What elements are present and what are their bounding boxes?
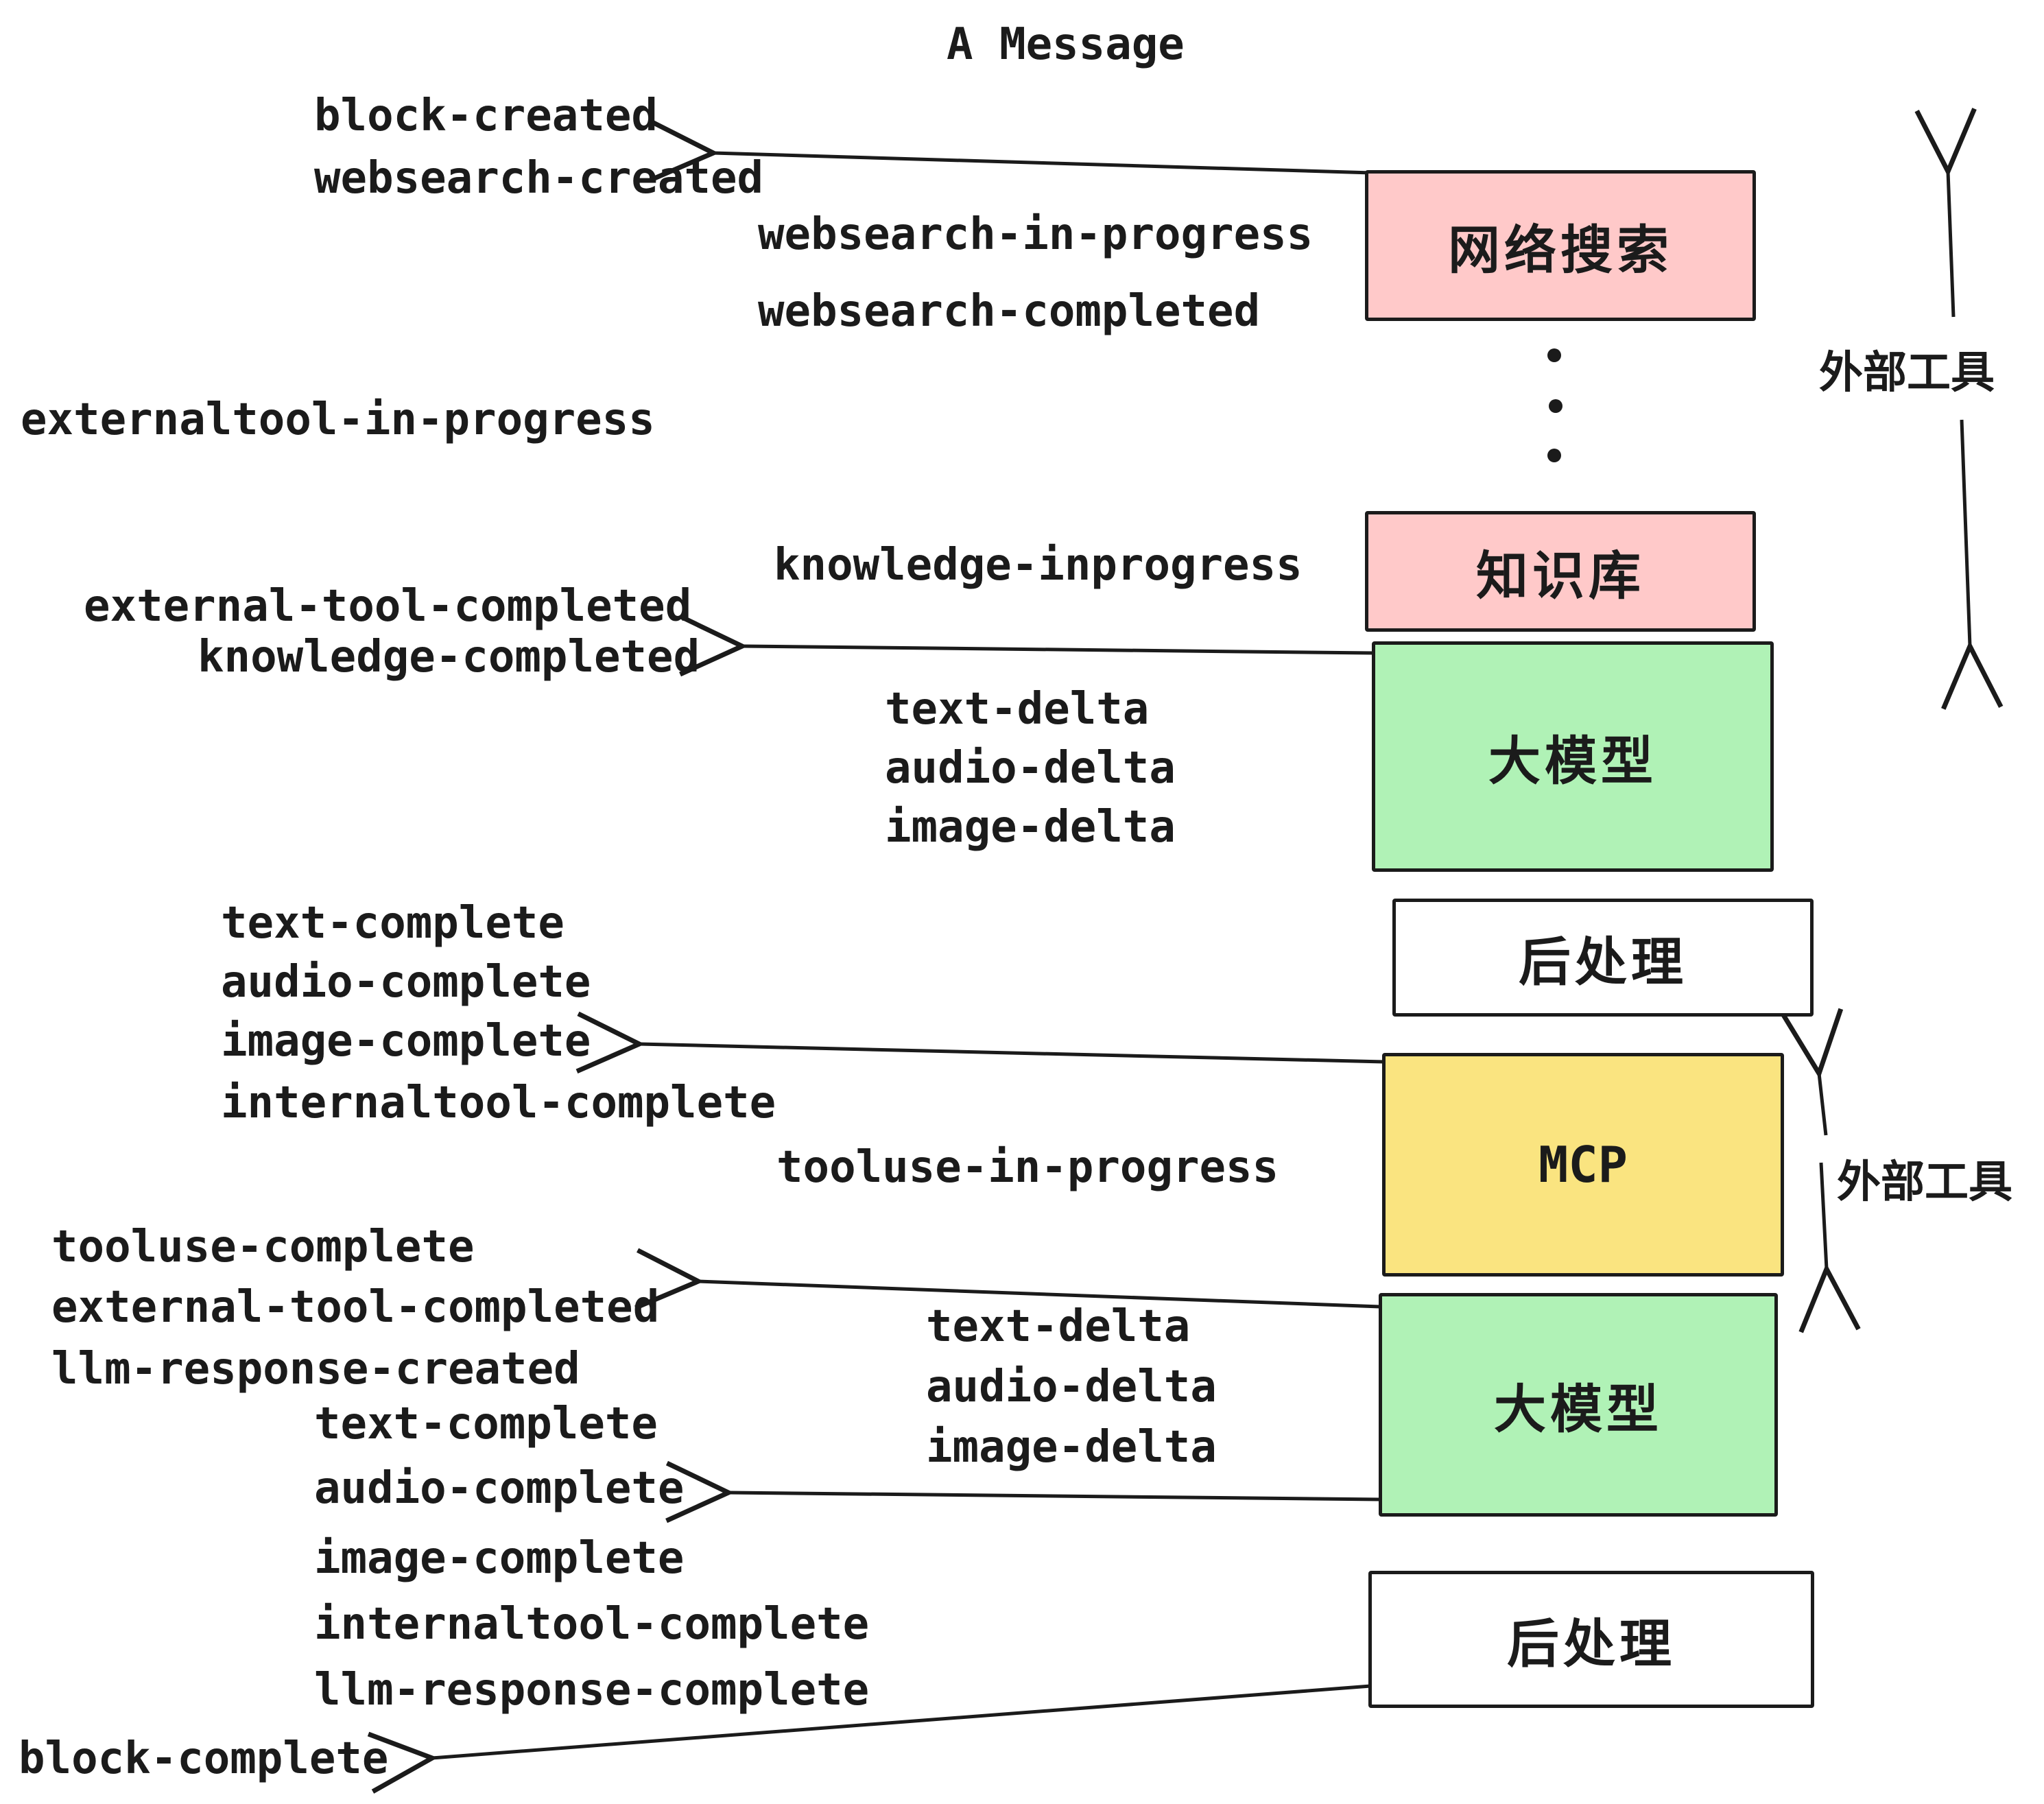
event-text-complete-1: text-complete bbox=[221, 898, 565, 949]
event-audio-complete-1: audio-complete bbox=[221, 957, 591, 1008]
event-audio-delta-1: audio-delta bbox=[885, 743, 1176, 794]
box-post-2-label: 后处理 bbox=[1507, 1613, 1676, 1674]
arrow-external-tools-down-2 bbox=[1798, 1162, 1861, 1333]
external-tools-annotation-2: 外部工具 bbox=[1837, 1157, 2012, 1208]
box-llm-2: 大模型 bbox=[1379, 1293, 1778, 1517]
box-websearch-label: 网络搜索 bbox=[1448, 219, 1673, 281]
event-image-delta-1: image-delta bbox=[885, 802, 1176, 853]
box-knowledge-label: 知识库 bbox=[1476, 545, 1645, 606]
event-knowledge-completed: knowledge-completed bbox=[198, 632, 700, 683]
box-knowledge: 知识库 bbox=[1365, 511, 1756, 632]
event-audio-delta-2: audio-delta bbox=[926, 1362, 1217, 1412]
event-image-complete-1: image-complete bbox=[221, 1016, 591, 1067]
event-websearch-created: websearch-created bbox=[314, 153, 764, 204]
event-llm-response-created: llm-response-created bbox=[51, 1344, 580, 1394]
arrow-llm-to-knowledge-completed bbox=[679, 614, 1374, 677]
event-block-created: block-created bbox=[314, 91, 658, 141]
box-mcp-label: MCP bbox=[1538, 1136, 1628, 1194]
arrow-llm2-to-audio-complete bbox=[665, 1460, 1381, 1523]
event-tooluse-complete: tooluse-complete bbox=[51, 1222, 475, 1272]
event-knowledge-inprogress: knowledge-inprogress bbox=[774, 540, 1303, 591]
arrow-external-tools-down-1 bbox=[1941, 419, 2004, 710]
event-external-tool-completed-2: external-tool-completed bbox=[51, 1282, 660, 1333]
event-llm-response-complete: llm-response-complete bbox=[314, 1665, 870, 1716]
event-text-delta-2: text-delta bbox=[926, 1301, 1191, 1352]
arrow-external-tools-up-2 bbox=[1781, 1008, 1844, 1136]
event-image-delta-2: image-delta bbox=[926, 1422, 1217, 1473]
box-post-1-label: 后处理 bbox=[1519, 931, 1687, 993]
diagram-title: A Message bbox=[947, 19, 1185, 70]
external-tools-annotation-1: 外部工具 bbox=[1819, 348, 1995, 399]
ellipsis-dot bbox=[1547, 348, 1561, 362]
arrow-external-tools-up-1 bbox=[1914, 108, 1977, 318]
event-internaltool-complete-1: internaltool-complete bbox=[221, 1078, 776, 1128]
box-post-2: 后处理 bbox=[1368, 1571, 1814, 1708]
event-websearch-in-progress: websearch-in-progress bbox=[758, 209, 1314, 260]
box-websearch: 网络搜索 bbox=[1365, 170, 1756, 321]
arrow-websearch-to-block-created bbox=[650, 120, 1372, 182]
event-text-delta-1: text-delta bbox=[885, 684, 1150, 735]
box-llm-2-label: 大模型 bbox=[1494, 1379, 1663, 1440]
event-externaltool-in-progress: externaltool-in-progress bbox=[21, 394, 655, 445]
arrow-mcp-to-image-complete bbox=[575, 1011, 1385, 1074]
box-mcp: MCP bbox=[1382, 1053, 1784, 1277]
event-image-complete-2: image-complete bbox=[314, 1533, 685, 1584]
box-post-1: 后处理 bbox=[1392, 899, 1814, 1017]
event-tooluse-in-progress: tooluse-in-progress bbox=[776, 1142, 1279, 1193]
box-llm-1: 大模型 bbox=[1372, 641, 1774, 872]
ellipsis-dot bbox=[1547, 449, 1561, 462]
event-websearch-completed: websearch-completed bbox=[758, 286, 1261, 337]
event-block-complete: block-complete bbox=[19, 1733, 389, 1784]
event-text-complete-2: text-complete bbox=[314, 1399, 658, 1449]
box-llm-1-label: 大模型 bbox=[1488, 731, 1657, 792]
event-internaltool-complete-2: internaltool-complete bbox=[314, 1599, 870, 1650]
ellipsis-dot bbox=[1549, 399, 1562, 413]
event-external-tool-completed: external-tool-completed bbox=[84, 581, 692, 632]
event-audio-complete-2: audio-complete bbox=[314, 1463, 685, 1514]
